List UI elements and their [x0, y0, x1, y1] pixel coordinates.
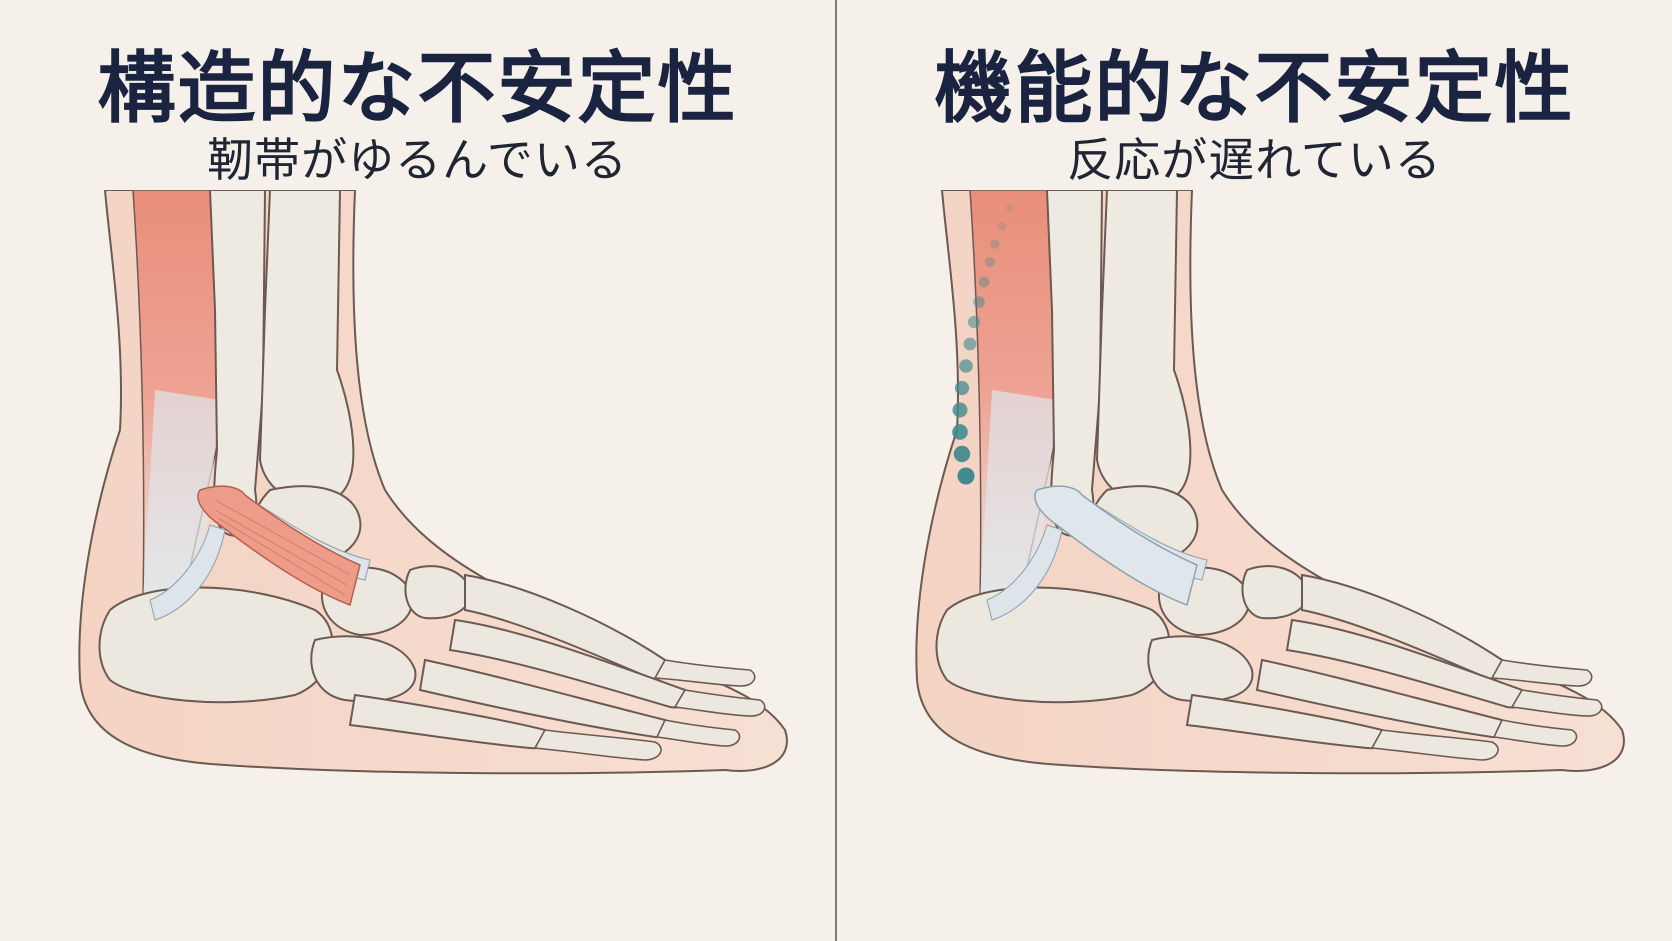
signal-dot	[973, 296, 985, 308]
panel-title: 構造的な不安定性	[97, 44, 738, 134]
panel-subtitle: 靭帯がゆるんでいる	[207, 133, 628, 187]
ankle-illustration	[0, 190, 835, 930]
signal-dot	[953, 445, 971, 463]
ligament	[1034, 485, 1198, 606]
panel-title: 機能的な不安定性	[934, 44, 1575, 134]
panel-divider	[835, 0, 837, 941]
signal-dot	[984, 256, 996, 268]
signal-dot	[957, 467, 975, 485]
signal-dot	[997, 221, 1007, 231]
signal-dot	[963, 337, 977, 351]
signal-dot	[952, 402, 968, 418]
signal-dot	[1006, 204, 1014, 212]
panel-subtitle: 反応が遅れている	[1067, 133, 1442, 187]
delayed-signal-dots	[952, 204, 1014, 485]
signal-dot	[952, 424, 968, 440]
panel-structural-instability: 構造的な不安定性 靭帯がゆるんでいる	[0, 0, 835, 941]
panel-functional-instability: 機能的な不安定性 反応が遅れている	[837, 0, 1672, 941]
signal-dot	[990, 239, 1000, 249]
lax-ligament-highlight	[197, 485, 361, 606]
signal-dot	[978, 276, 990, 288]
signal-dot	[959, 359, 973, 373]
signal-dot	[967, 315, 981, 329]
signal-dot	[954, 380, 970, 396]
ankle-illustration	[837, 190, 1672, 930]
